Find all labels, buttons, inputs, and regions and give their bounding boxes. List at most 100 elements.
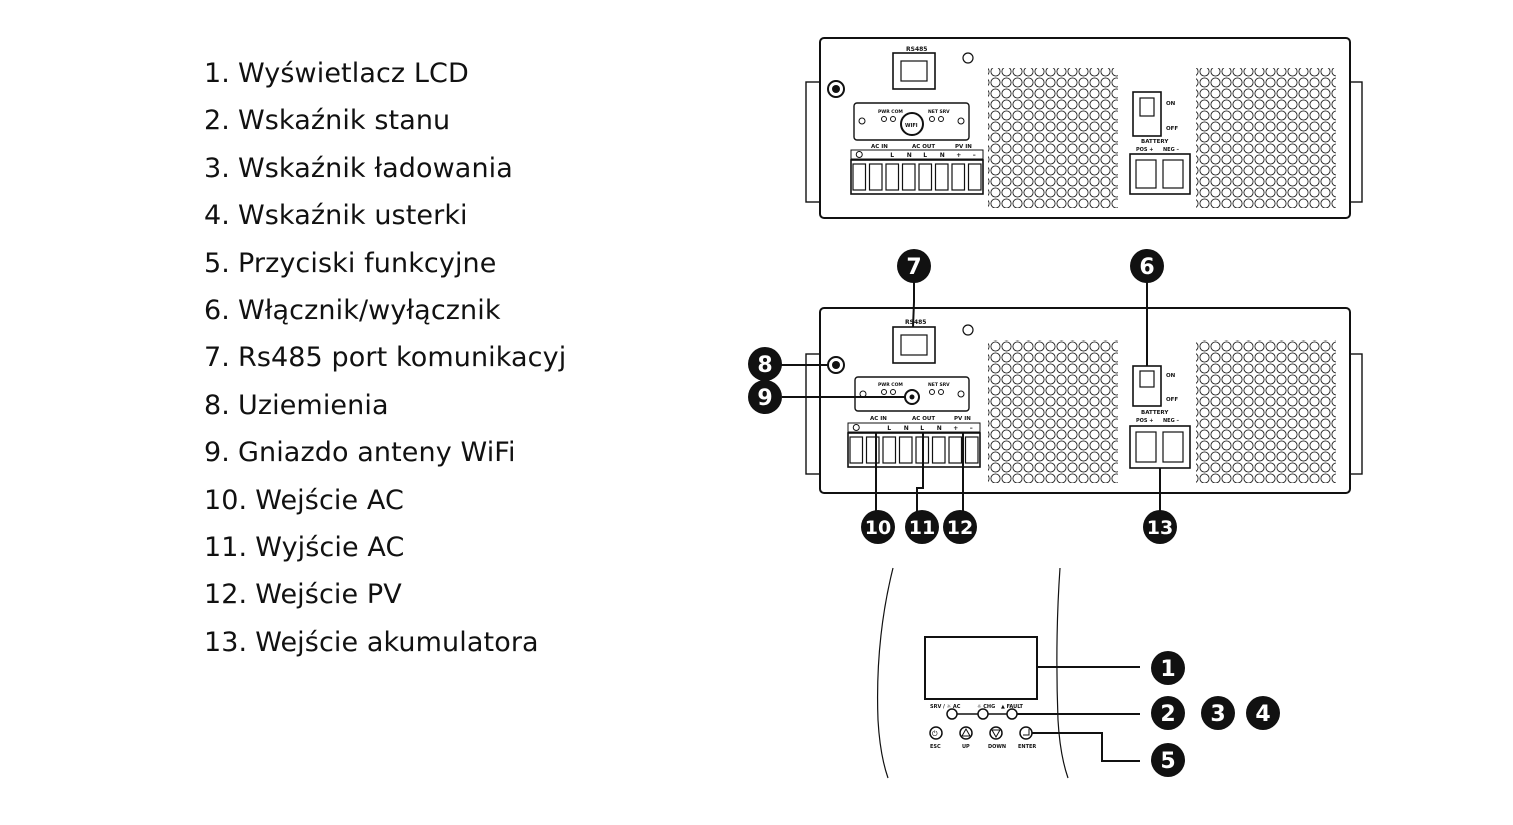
screw-icon xyxy=(962,324,974,336)
battery-label: BATTERY xyxy=(1141,410,1169,416)
front-leader-lines xyxy=(1017,666,1140,762)
pwr-com-label: PWR COM xyxy=(878,109,903,115)
terminal-label: L xyxy=(887,425,891,432)
battery-neg-label: NEG – xyxy=(1163,418,1179,424)
callout-12 xyxy=(943,510,977,544)
terminal-screw xyxy=(898,436,913,464)
callout-13 xyxy=(1143,510,1177,544)
legend-number: 5. xyxy=(204,247,230,279)
terminal-label: + xyxy=(956,152,961,159)
terminal-label: L xyxy=(890,152,894,159)
switch-on-label: ON xyxy=(1166,373,1176,379)
down-label: DOWN xyxy=(988,744,1006,750)
battery-label: BATTERY xyxy=(1141,139,1169,145)
legend-text: Uziemienia xyxy=(237,389,389,421)
legend-item: 13.Wejście akumulatora xyxy=(204,624,564,671)
callout-number: 6 xyxy=(1139,255,1154,280)
up-button: UP xyxy=(959,726,973,750)
rs485-label: RS485 xyxy=(905,319,926,326)
legend-number: 1. xyxy=(204,58,230,89)
terminal-label: N xyxy=(940,152,945,159)
callout-number: 4 xyxy=(1255,702,1270,727)
top-rear-panel: RS485 PWR COM NET SRV WIFI AC IN AC OUT … xyxy=(805,37,1363,219)
callout-number: 2 xyxy=(1160,702,1175,727)
legend-number: 10. xyxy=(204,484,248,516)
pv-in-label: PV IN xyxy=(955,144,972,150)
callout-number: 10 xyxy=(865,517,891,539)
callout-4 xyxy=(1246,696,1280,730)
terminal-screw xyxy=(918,163,933,191)
legend-number: 8. xyxy=(204,389,230,421)
ground-symbol-icon xyxy=(855,151,863,158)
legend-text: Wskaźnik ładowania xyxy=(237,152,513,184)
legend-text: Przyciski funkcyjne xyxy=(237,247,497,279)
legend-item: 7.Rs485 port komunikacyjny xyxy=(204,339,564,386)
legend-item: 9.Gniazdo anteny WiFi xyxy=(204,434,564,481)
terminal-screw xyxy=(948,436,963,464)
terminal-label: L xyxy=(920,425,924,432)
fault-led xyxy=(1006,708,1018,720)
callout-number: 5 xyxy=(1160,749,1175,774)
callout-9 xyxy=(748,380,782,414)
callout-number: 9 xyxy=(757,386,772,411)
esc-button: ⏻ ESC xyxy=(929,726,943,750)
legend-item: 2.Wskaźnik stanu xyxy=(204,102,564,149)
legend-number: 9. xyxy=(204,437,230,469)
legend-number: 7. xyxy=(204,342,230,374)
ac-in-label: AC IN xyxy=(871,144,888,150)
switch-off-label: OFF xyxy=(1166,126,1178,132)
bottom-rear-panel: RS485 PWR COM NET SRV AC IN AC OUT PV IN… xyxy=(805,307,1363,494)
callout-7 xyxy=(897,249,931,283)
terminal-screw xyxy=(882,436,897,464)
net-srv-label: NET SRV xyxy=(928,382,950,388)
switch-off-label: OFF xyxy=(1166,397,1178,403)
legend-item: 11.Wyjście AC xyxy=(204,529,564,576)
terminal-label: N xyxy=(907,152,912,159)
legend-item: 5.Przyciski funkcyjne xyxy=(204,245,564,292)
terminal-label: + xyxy=(953,425,958,432)
callout-number: 1 xyxy=(1160,657,1175,682)
legend-text: Wejście PV xyxy=(255,579,402,611)
terminal-screw xyxy=(849,436,864,464)
terminal-screw xyxy=(852,163,867,191)
side-rail-left xyxy=(805,353,821,475)
wifi-label: WIFI xyxy=(905,123,918,129)
legend-item: 1.Wyświetlacz LCD xyxy=(204,55,564,102)
vent-grille-left xyxy=(988,68,1118,208)
legend-item: 10.Wejście AC xyxy=(204,482,564,529)
callout-number: 3 xyxy=(1210,702,1225,727)
vent-grille-left xyxy=(988,340,1118,483)
legend-list: 1.Wyświetlacz LCD 2.Wskaźnik stanu 3.Wsk… xyxy=(204,55,564,671)
ac-in-label: AC IN xyxy=(870,416,887,422)
led-label-fault: ▲ FAULT xyxy=(1001,704,1024,710)
pv-in-label: PV IN xyxy=(954,416,971,422)
legend-text: Wyjście AC xyxy=(255,531,405,563)
callout-5 xyxy=(1151,743,1185,777)
terminal-label: N xyxy=(904,425,909,432)
callout-11 xyxy=(905,510,939,544)
callout-number: 8 xyxy=(757,353,772,378)
legend-text: Wskaźnik usterki xyxy=(237,200,468,232)
pwr-com-label: PWR COM xyxy=(878,382,903,388)
terminal-screw xyxy=(951,163,966,191)
legend-number: 13. xyxy=(204,626,248,658)
legend-number: 4. xyxy=(204,200,230,232)
callout-2 xyxy=(1151,696,1185,730)
legend-text: Wejście akumulatora xyxy=(255,626,539,658)
callout-8 xyxy=(748,347,782,381)
terminal-label: – xyxy=(973,152,976,159)
callout-6 xyxy=(1130,249,1164,283)
esc-label: ESC xyxy=(930,744,941,750)
screw-icon xyxy=(962,52,974,64)
terminal-screw xyxy=(901,163,916,191)
terminal-screw xyxy=(865,436,880,464)
led-label-srv-ac: SRV / ☼ AC xyxy=(930,704,961,710)
legend-number: 6. xyxy=(204,294,230,326)
leader-lines xyxy=(780,282,1161,512)
terminal-screw xyxy=(934,163,949,191)
battery-neg-label: NEG – xyxy=(1163,147,1179,153)
